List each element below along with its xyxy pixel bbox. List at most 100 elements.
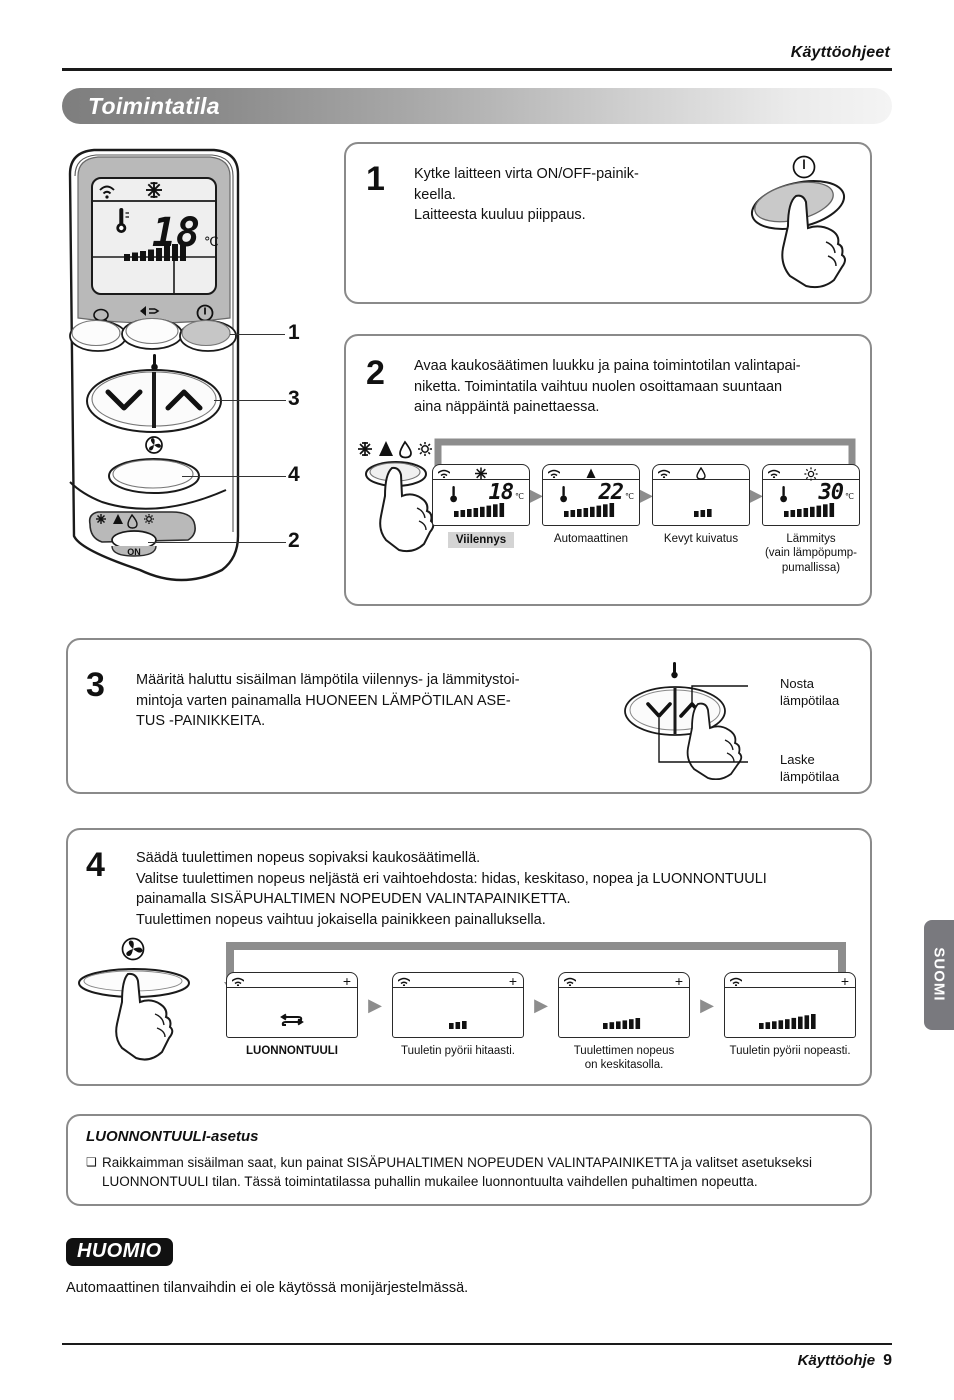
hand-icon — [379, 466, 435, 553]
temp-down-chevron-icon — [646, 702, 672, 718]
signal-icon — [398, 977, 410, 986]
lcd-cool-unit: ℃ — [515, 492, 524, 501]
lcd-fan-low: + — [392, 972, 524, 1038]
temp-up-label: Nosta lämpötilaa — [780, 676, 840, 708]
lcd-auto-unit: ℃ — [625, 492, 634, 501]
mode-label-dry: Kevyt kuivatus — [663, 533, 739, 545]
step-1-card: 1 Kytke laitteen virta ON/OFF-painik- ke… — [344, 142, 872, 304]
power-symbol-icon — [792, 155, 816, 179]
callout-number-1: 1 — [288, 321, 300, 344]
step-4-fan-button-illustration — [78, 937, 190, 1061]
step-2-number: 2 — [366, 354, 385, 392]
signal-icon — [658, 469, 670, 478]
hand-icon — [781, 194, 846, 289]
remote-lcd-unit: ℃ — [204, 234, 219, 249]
callout-number-3: 3 — [288, 387, 300, 410]
signal-icon — [564, 977, 576, 986]
flow-arrow-icon: ▶ — [749, 485, 763, 505]
footer-divider — [62, 1343, 892, 1345]
step-3-line-3: TUS -PAINIKKEITA. — [136, 713, 266, 730]
mode-label-heat: Lämmitys — [786, 533, 836, 545]
flap-sun-icon — [144, 514, 154, 524]
lcd-fan-high: + — [724, 972, 856, 1038]
lcd-fan-medium: + — [558, 972, 690, 1038]
hand-icon — [686, 702, 743, 780]
fan-bars-icon — [564, 503, 615, 517]
flow-arrow-icon: ▶ — [529, 485, 543, 505]
header-divider — [62, 68, 892, 71]
callout-line-3 — [214, 400, 286, 401]
auto-triangle-icon — [379, 441, 393, 456]
fan-panel-low: + Tuuletin pyörii hitaasti. — [392, 972, 524, 1058]
caution-badge: HUOMIO — [66, 1238, 173, 1266]
fan-label-natural: LUONNONTUULI — [246, 1045, 338, 1057]
step-2-text: Avaa kaukosäätimen luukku ja paina toimi… — [414, 356, 854, 418]
tip-body: Raikkaimman sisäilman saat, kun painat S… — [102, 1154, 812, 1191]
tip-line-2: LUONNONTUULI tilan. Tässä toimintatilass… — [102, 1173, 758, 1189]
flow-arrow-icon: ▶ — [368, 995, 382, 1015]
tip-bullet-row: ❑ Raikkaimman sisäilman saat, kun painat… — [86, 1154, 856, 1191]
snowflake-icon — [146, 182, 162, 198]
footer-label: Käyttöohje — [797, 1352, 876, 1369]
fan-bars-icon — [124, 242, 186, 261]
step-1-illustration — [750, 155, 846, 289]
mode-panel-heat: 30 ℃ Lämmitys (vain lämpöpump- pumalliss… — [762, 464, 860, 575]
temp-down-chevron-icon — [105, 389, 143, 411]
step-2-line-2: niketta. Toimintatila vaihtuu nuolen oso… — [414, 378, 783, 395]
language-tab-label: SUOMI — [930, 947, 948, 1002]
temp-down-label: Laske lämpötilaa — [780, 752, 840, 784]
thermometer-icon — [560, 486, 567, 503]
step-4-line-3: painamalla SISÄPUHALTIMEN NOPEUDEN VALIN… — [136, 891, 571, 908]
step-1-text: Kytke laitteen virta ON/OFF-painik- keel… — [414, 164, 714, 226]
caution-text: Automaattinen tilanvaihdin ei ole käytös… — [66, 1280, 469, 1296]
lcd-auto: 22 ℃ — [542, 464, 640, 526]
step-1-number: 1 — [366, 160, 385, 198]
fan-label-high: Tuuletin pyörii nopeasti. — [729, 1045, 851, 1057]
step-4-line-2: Valitse tuulettimen nopeus neljästä eri … — [136, 870, 767, 887]
page-header: Käyttöohjeet — [62, 44, 892, 71]
lcd-heat-temperature: 30 — [818, 480, 844, 505]
step-4-line-1: Säädä tuulettimen nopeus sopivaksi kauko… — [136, 850, 481, 866]
fan-bars-icon — [694, 509, 712, 517]
temp-thermometer-icon — [151, 354, 158, 371]
jet-icon — [140, 306, 160, 316]
tip-title: LUONNONTUULI-asetus — [86, 1128, 259, 1145]
mode-panel-auto: 22 ℃ Automaattinen — [542, 464, 640, 546]
plus-icon: + — [840, 973, 849, 989]
step-1-line-3: Laitteesta kuuluu piippaus. — [414, 207, 586, 224]
step-4-text: Säädä tuulettimen nopeus sopivaksi kauko… — [136, 848, 866, 930]
plus-icon: + — [674, 973, 683, 989]
fan-panel-medium: + Tuulettimen nopeus on keskitasolla. — [558, 972, 690, 1073]
callout-number-4: 4 — [288, 463, 300, 486]
caution-section: HUOMIO Automaattinen tilanvaihdin ei ole… — [66, 1238, 468, 1296]
mode-label-auto: Automaattinen — [553, 533, 629, 545]
thermometer-icon — [450, 486, 457, 503]
lcd-cool-temperature: 18 — [488, 480, 514, 505]
signal-icon — [232, 977, 244, 986]
lcd-fan-natural: + — [226, 972, 358, 1038]
step-3-number: 3 — [86, 666, 105, 704]
thermometer-icon — [780, 486, 787, 503]
remote-svg: 18 ℃ — [68, 148, 240, 582]
fan-bars-icon — [449, 1021, 467, 1029]
flap-drop-icon — [127, 513, 138, 529]
step-2-line-1: Avaa kaukosäätimen luukku ja paina toimi… — [414, 358, 801, 374]
footer-page-number: 9 — [883, 1352, 892, 1369]
step-2-card: 2 Avaa kaukosäätimen luukku ja paina toi… — [344, 334, 872, 606]
lcd-heat-unit: ℃ — [845, 492, 854, 501]
callout-line-4 — [182, 476, 286, 477]
natural-wind-icon — [280, 1013, 304, 1026]
step-3-illustration — [624, 662, 748, 780]
snowflake-icon — [475, 467, 487, 480]
step-1-line-2: keella. — [414, 186, 456, 203]
lcd-heat: 30 ℃ — [762, 464, 860, 526]
thermometer-icon — [671, 662, 678, 679]
mode-panel-cool: 18 ℃ Viilennys — [432, 464, 530, 549]
auto-triangle-icon — [586, 468, 596, 478]
step-3-card: 3 Määritä haluttu sisäilman lämpötila vi… — [66, 638, 872, 794]
fan-bars-icon — [784, 503, 835, 517]
step-3-text: Määritä haluttu sisäilman lämpötila viil… — [136, 670, 586, 732]
fan-bars-icon — [454, 503, 505, 517]
flow-arrow-icon: ▶ — [639, 485, 653, 505]
step-3-line-2: mintoja varten painamalla HUONEEN LÄMPÖT… — [136, 692, 511, 709]
